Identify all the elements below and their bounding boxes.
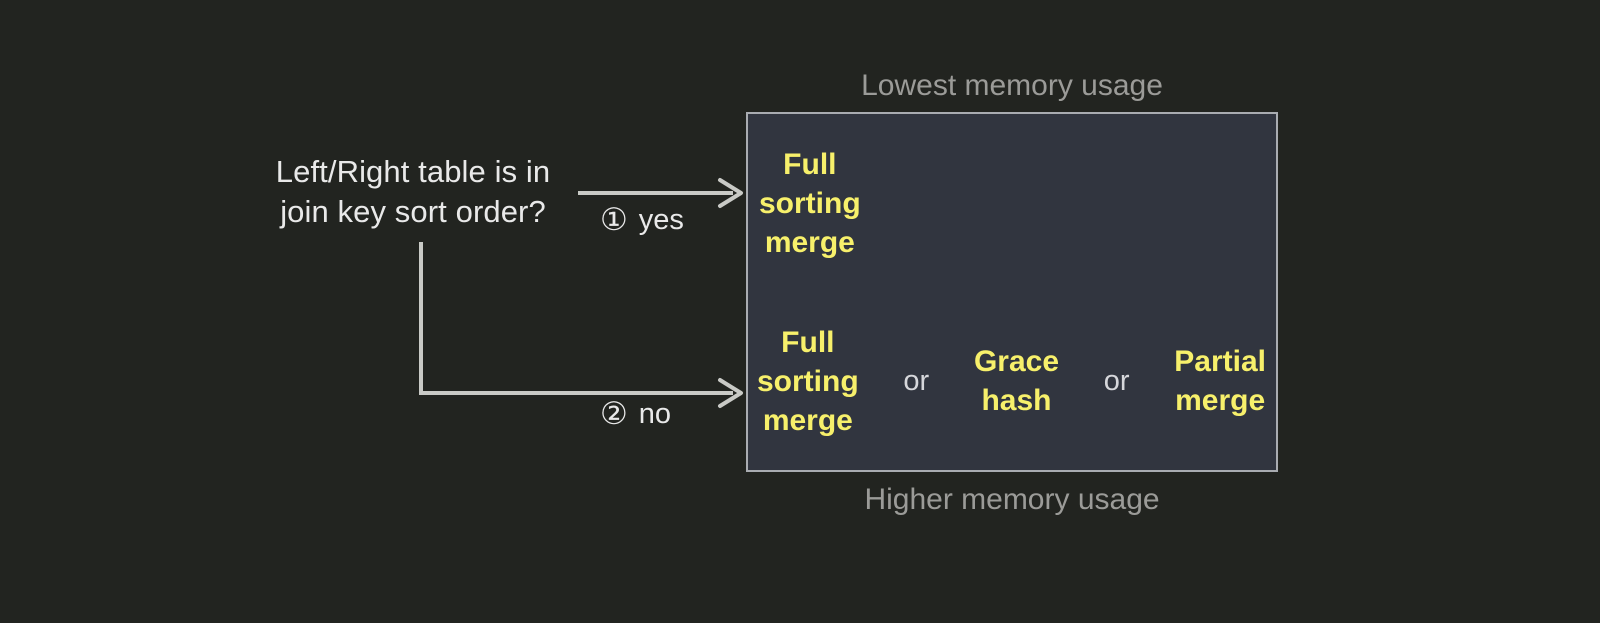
unsorted-input-options-row: Full sorting merge or Grace hash or Part…: [748, 292, 1276, 470]
branch-marker-2: ②: [600, 396, 628, 431]
option-full-sorting-merge-unsorted: Full sorting merge: [757, 325, 859, 437]
sorted-input-options-row: Full sorting merge: [748, 114, 1276, 292]
option-full-sorting-merge-sorted: Full sorting merge: [759, 147, 861, 259]
decision-question: Left/Right table is in join key sort ord…: [275, 154, 551, 229]
branch-text-no: no: [638, 398, 672, 430]
join-strategy-panel: Full sorting merge Full sorting merge or…: [746, 112, 1278, 472]
caption-lowest-memory: Lowest memory usage: [861, 69, 1163, 102]
branch-label-no: ② no: [600, 397, 671, 431]
branch-marker-1: ①: [600, 202, 628, 237]
branch-label-yes: ① yes: [600, 203, 684, 237]
option-separator-2: or: [1103, 365, 1130, 397]
branch-text-yes: yes: [638, 204, 684, 236]
caption-higher-memory: Higher memory usage: [864, 483, 1160, 516]
connector-no-arrow: [419, 242, 743, 408]
option-separator-1: or: [903, 365, 930, 397]
option-grace-hash: Grace hash: [973, 345, 1060, 417]
option-partial-merge: Partial merge: [1174, 345, 1266, 417]
